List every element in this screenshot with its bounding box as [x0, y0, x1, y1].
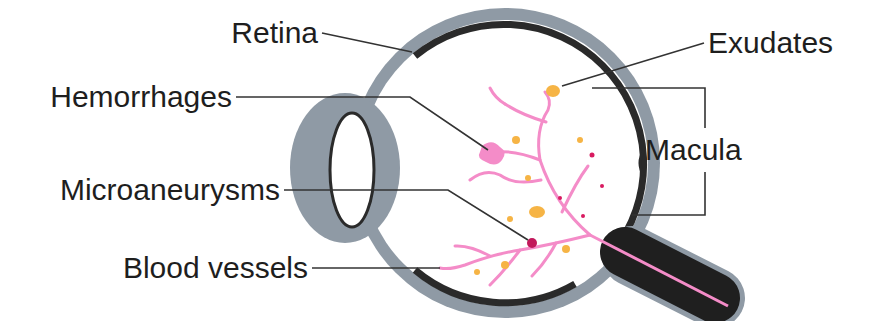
red-dots [558, 153, 604, 219]
lens [330, 113, 374, 227]
macula-notch [640, 150, 644, 176]
blood-vessels [440, 88, 590, 285]
part-label: Macula [645, 132, 742, 168]
part-label: Exudates [708, 25, 833, 61]
part-label: Hemorrhages [50, 79, 232, 115]
retina-layer [415, 24, 644, 253]
leader-lines [236, 33, 705, 268]
cornea [290, 93, 400, 243]
part-label: Retina [231, 15, 318, 51]
retina-layer [415, 270, 575, 303]
part-label: Microaneurysms [60, 172, 280, 208]
exudates [474, 85, 583, 275]
microaneurysm [527, 238, 537, 248]
part-label: Blood vessels [123, 250, 308, 286]
central-vessel [590, 235, 728, 306]
